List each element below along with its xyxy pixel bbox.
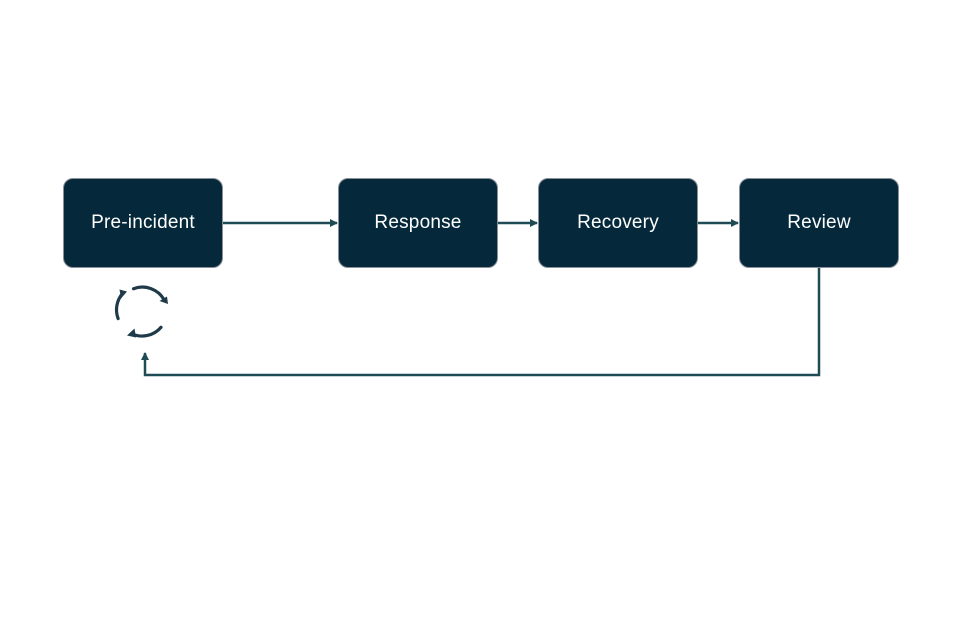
stage-recovery: Recovery <box>538 178 698 268</box>
stage-label: Recovery <box>577 212 659 233</box>
stage-pre-incident: Pre-incident <box>63 178 223 268</box>
stage-label: Review <box>787 212 851 233</box>
stage-label: Pre-incident <box>91 212 195 233</box>
stage-response: Response <box>338 178 498 268</box>
refresh-cycle-icon <box>114 285 168 338</box>
stage-review: Review <box>739 178 899 268</box>
feedback-loop-arrow <box>141 268 821 377</box>
stage-label: Response <box>374 212 462 233</box>
